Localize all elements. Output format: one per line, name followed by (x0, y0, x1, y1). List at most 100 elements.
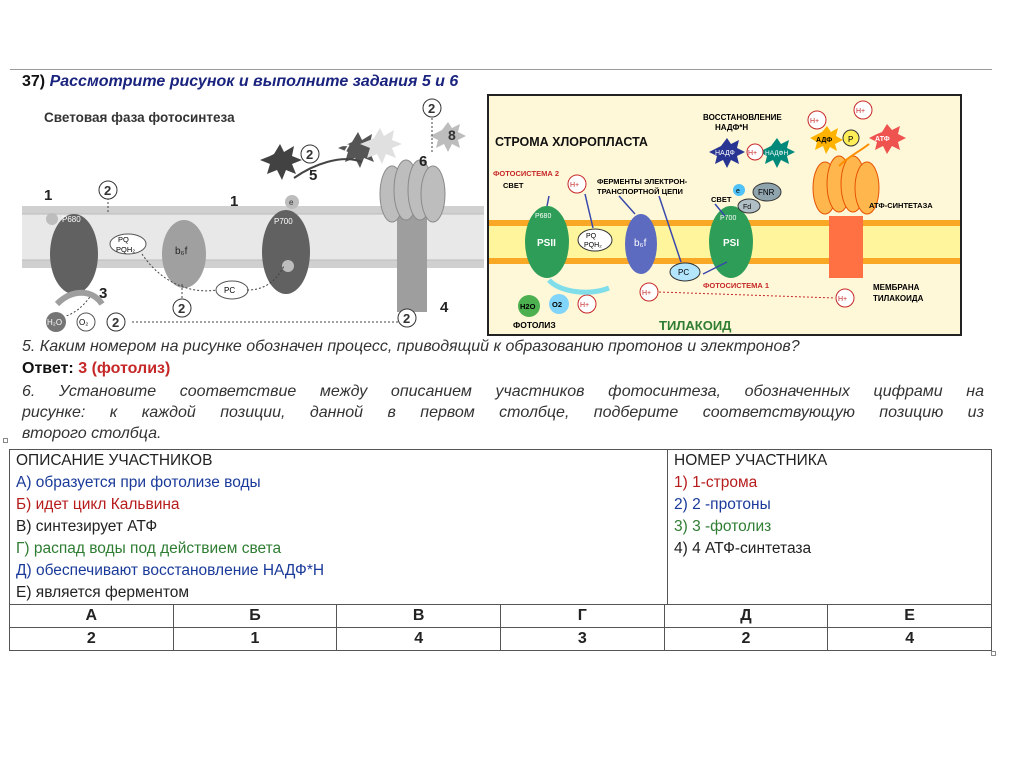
label-2-top: 2 (306, 147, 313, 162)
answer-grid-numbers: 2 1 4 3 2 4 (9, 627, 992, 651)
light-flash-icon-4 (430, 122, 466, 152)
stroma-label: СТРОМА ХЛОРОПЛАСТА (495, 135, 648, 149)
h-plus-nadf: H+ (748, 150, 757, 157)
grid-letter: Г (499, 604, 665, 628)
answer-5-label: Ответ: (22, 360, 74, 377)
h2o-label: H₂O (47, 318, 62, 327)
question-6: 6. Установите соответствие между описани… (22, 381, 984, 444)
o2-label: O₂ (79, 318, 88, 327)
pq-label: PQ (118, 235, 129, 244)
label-6: 6 (419, 153, 427, 170)
grid-number: 2 (9, 627, 174, 651)
number-item-4: 4) 4 АТФ-синтетаза (674, 540, 812, 557)
grid-letter: В (336, 604, 501, 628)
nadf-burst (709, 138, 745, 168)
h-plus-ps2: H+ (570, 182, 579, 189)
light-flash-icon (260, 144, 302, 180)
answer-5: Ответ: 3 (фотолиз) (22, 360, 170, 378)
text-box-handle (3, 438, 8, 443)
answer-grid: А Б В Г Д Е 2 1 4 3 2 4 (9, 604, 992, 651)
pqh2-label-right: PQH₂ (584, 242, 602, 249)
table-resize-handle (991, 651, 996, 656)
participant-numbers-cell: НОМЕР УЧАСТНИКА 1) 1-строма 2) 2 -протон… (667, 449, 992, 605)
task-number: 37) (22, 73, 46, 90)
b6f-complex-color (625, 214, 657, 274)
label-2-topright: 2 (428, 101, 435, 116)
description-item-d: Д) обеспечивают восстановление НАДФ*Н (16, 562, 325, 579)
photosystem1-label: ФОТОСИСТЕМА 1 (703, 281, 769, 290)
number-item-3: 3) 3 -фотолиз (674, 518, 772, 535)
atp-synthase-head (379, 159, 446, 223)
question-6-line-2: рисунке: к каждой позиции, данной в перв… (22, 404, 984, 421)
label-1-left: 1 (44, 187, 52, 204)
answer-grid-letters: А Б В Г Д Е (9, 604, 992, 628)
pq-label-right: PQ (586, 233, 597, 240)
atp-synthase-head-color (812, 155, 880, 215)
h-plus-bottom-3: H+ (838, 296, 847, 303)
p680-label: P680 (62, 215, 81, 224)
phosphate-label: P (848, 135, 853, 144)
figure-chloroplast: СТРОМА ХЛОРОПЛАСТА P680 PSII PQ PQH₂ b₆f… (487, 94, 962, 336)
label-8: 8 (448, 127, 456, 143)
grid-letter: А (9, 604, 174, 628)
atp-synthase-label: АТФ-СИНТЕТАЗА (869, 201, 933, 210)
nadfh-label: НАДФН (765, 150, 788, 157)
restore-label-2: НАДФ*Н (715, 123, 748, 132)
p700-label: P700 (274, 217, 293, 226)
label-2-d: 2 (112, 315, 119, 330)
fd-label: Fd (743, 204, 751, 211)
answer-5-value: 3 (фотолиз) (78, 360, 171, 377)
nadfh-burst (759, 138, 795, 168)
pqh2-label: PQH₂ (116, 245, 135, 254)
adf-burst (810, 126, 843, 154)
b6f-label: b₆f (175, 246, 188, 257)
label-4: 4 (440, 299, 449, 316)
fnr-label: FNR (758, 188, 775, 197)
photolysis-label: ФОТОЛИЗ (513, 320, 556, 330)
label-2-a: 2 (104, 183, 111, 198)
atf-burst (869, 124, 906, 154)
description-item-b: Б) идет цикл Кальвина (16, 496, 180, 513)
grid-number: 1 (172, 627, 338, 651)
grid-number: 2 (663, 627, 829, 651)
p680-label-right: P680 (535, 213, 551, 220)
pc-label: PC (224, 286, 235, 295)
figure-left-title: Световая фаза фотосинтеза (44, 110, 235, 125)
atf-label: АТФ (875, 136, 890, 143)
b6f-label-right: b₆f (634, 238, 647, 249)
membrane-label-2: ТИЛАКОИДА (873, 294, 924, 303)
participants-description-cell: ОПИСАНИЕ УЧАСТНИКОВ А) образуется при фо… (9, 449, 668, 605)
atp-synthase-stalk-color (829, 216, 863, 278)
description-header: ОПИСАНИЕ УЧАСТНИКОВ (16, 452, 213, 469)
top-divider (10, 69, 992, 70)
b6f-complex (162, 220, 206, 288)
grid-letter: Б (172, 604, 338, 628)
task-title: Рассмотрите рисунок и выполните задания … (49, 73, 459, 90)
enzymes-label-2: ТРАНСПОРТНОЙ ЦЕПИ (597, 187, 683, 196)
question-5: 5. Каким номером на рисунке обозначен пр… (22, 338, 800, 355)
description-item-g: Г) распад воды под действием света (16, 540, 282, 557)
pc-label-right: PC (678, 268, 689, 277)
h-plus-bottom-2: H+ (642, 290, 651, 297)
question-6-line-3: второго столбца. (22, 425, 162, 442)
psii-complex-color (525, 206, 569, 278)
grid-letter: Д (663, 604, 829, 628)
h-plus-bottom-1: H+ (580, 302, 589, 309)
restore-label: ВОССТАНОВЛЕНИЕ (703, 113, 782, 122)
thylakoid-label: ТИЛАКОИД (659, 318, 732, 333)
psi-label: PSI (723, 238, 739, 249)
grid-number: 3 (499, 627, 665, 651)
numbers-header: НОМЕР УЧАСТНИКА (674, 452, 828, 469)
psi-complex (262, 210, 310, 294)
h-plus-top-1: H+ (810, 118, 819, 125)
adf-label: АДФ (816, 137, 832, 144)
atp-synthase-stalk (397, 212, 427, 312)
light-label-2: СВЕТ (711, 195, 732, 204)
label-1-right: 1 (230, 193, 238, 210)
light-flash-icon-3 (360, 128, 402, 164)
psi-complex-color (709, 206, 753, 278)
o2-label-right: O2 (552, 300, 562, 309)
number-item-1: 1) 1-строма (674, 474, 758, 491)
figure-light-phase: Световая фаза фотосинтеза P680 b₆f P700 … (22, 94, 484, 336)
label-3: 3 (99, 285, 107, 302)
